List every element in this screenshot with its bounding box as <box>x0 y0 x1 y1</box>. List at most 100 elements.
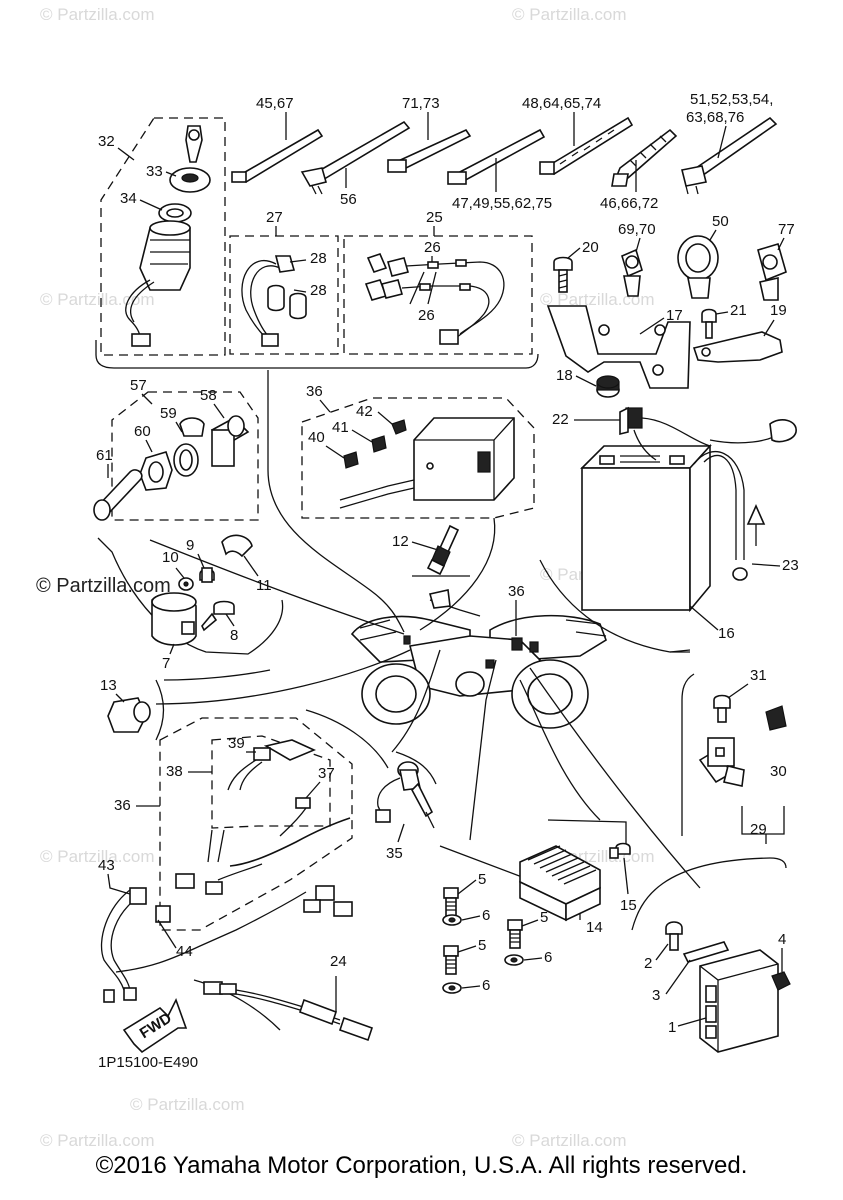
bolt-5b <box>507 919 523 949</box>
watermark: © Partzilla.com <box>40 847 155 866</box>
callout: 3 <box>652 987 660 1004</box>
cable-tie-51-76 <box>681 116 778 195</box>
callout: 35 <box>386 845 403 862</box>
callout: 20 <box>582 239 599 256</box>
callout: 71,73 <box>402 95 440 112</box>
callout: 33 <box>146 163 163 180</box>
callout: 51,52,53,54, <box>690 91 773 108</box>
callout: 69,70 <box>618 221 656 238</box>
callout: 5 <box>540 909 548 926</box>
leader-lines <box>149 370 701 889</box>
callout: 38 <box>166 763 183 780</box>
callout: 26 <box>424 239 441 256</box>
callout: 6 <box>544 949 552 966</box>
callout: 1 <box>668 1019 676 1036</box>
callout: 5 <box>478 871 486 888</box>
watermark-main: © Partzilla.com <box>36 575 171 597</box>
bolt-20 <box>553 256 573 293</box>
screw-21 <box>701 308 717 339</box>
callout: 77 <box>778 221 795 238</box>
callout: 5 <box>478 937 486 954</box>
callout: 24 <box>330 953 347 970</box>
starter-relay-assembly <box>681 673 787 844</box>
callout: 48,64,65,74 <box>522 95 601 112</box>
callout: 59 <box>160 405 177 422</box>
callout: 10 <box>162 549 179 566</box>
callout: 50 <box>712 213 729 230</box>
callout: 28 <box>310 250 327 267</box>
bolt-5c <box>443 945 459 975</box>
callout: 16 <box>718 625 735 642</box>
callout: 14 <box>586 919 603 936</box>
callout: 18 <box>556 367 573 384</box>
cap-leads-assembly <box>229 235 339 355</box>
cable-tie-47-49 <box>447 128 546 185</box>
watermark: © Partzilla.com <box>130 1095 245 1114</box>
cable-tie-56 <box>300 120 411 195</box>
callout: 15 <box>620 897 637 914</box>
sender-13 <box>107 679 165 741</box>
callout: 23 <box>782 557 799 574</box>
callout: 36 <box>306 383 323 400</box>
callout: 63,68,76 <box>686 109 744 126</box>
watermark: © Partzilla.com <box>512 1131 627 1150</box>
callout: 32 <box>98 133 115 150</box>
callout: 19 <box>770 302 787 319</box>
callout: 42 <box>356 403 373 420</box>
watermark: © Partzilla.com <box>40 5 155 24</box>
callout: 17 <box>666 307 683 324</box>
watermark: © Partzilla.com <box>540 290 655 309</box>
forward-arrow: FWD <box>122 997 188 1054</box>
bracket-19 <box>692 331 783 363</box>
battery <box>580 443 712 613</box>
callout: 47,49,55,62,75 <box>452 195 552 212</box>
wire-harness-assembly <box>100 717 353 1003</box>
callout: 12 <box>392 533 409 550</box>
switch-35 <box>375 751 437 829</box>
relay-group <box>97 534 284 681</box>
spark-plug <box>412 524 470 577</box>
cable-tie-46-66 <box>611 128 678 187</box>
callout: 9 <box>186 537 194 554</box>
callout: 21 <box>730 302 747 319</box>
cable-tie-45-67 <box>231 128 324 184</box>
lead-wire-assembly <box>343 235 533 355</box>
cable-tie-48-64 <box>539 116 634 176</box>
damper-18 <box>596 375 620 398</box>
callout: 25 <box>426 209 443 226</box>
rectifier-regulator-assembly <box>439 819 631 922</box>
callout: 22 <box>552 411 569 428</box>
callout: 7 <box>162 655 170 672</box>
callout: 8 <box>230 627 238 644</box>
callout-labels: 45,67 71,73 48,64,65,74 51,52,53,54, 63,… <box>96 91 799 1036</box>
callout: 57 <box>130 377 147 394</box>
callout: 2 <box>644 955 652 972</box>
callout: 56 <box>340 191 357 208</box>
callout: 6 <box>482 907 490 924</box>
callout: 13 <box>100 677 117 694</box>
dc-outlet-assembly <box>93 391 259 521</box>
fuse-cover-22 <box>619 406 711 461</box>
callout: 30 <box>770 763 787 780</box>
copyright-notice: ©2016 Yamaha Motor Corporation, U.S.A. A… <box>95 1152 748 1179</box>
washer-6a <box>442 914 462 926</box>
watermark: © Partzilla.com <box>512 5 627 24</box>
callout: 45,67 <box>256 95 294 112</box>
bolt-5a <box>443 887 459 917</box>
callout: 6 <box>482 977 490 994</box>
callout: 61 <box>96 447 113 464</box>
clip-77 <box>757 243 787 301</box>
callout: 31 <box>750 667 767 684</box>
ecu-assembly <box>631 857 791 1053</box>
callout: 40 <box>308 429 325 446</box>
callout: 39 <box>228 735 245 752</box>
washer-6b <box>504 954 524 966</box>
cable-23 <box>693 419 797 581</box>
callout: 36 <box>508 583 525 600</box>
diagram-code: 1P15100-E490 <box>98 1054 199 1071</box>
callout: 58 <box>200 387 217 404</box>
callout: 11 <box>256 577 272 594</box>
callout: 26 <box>418 307 435 324</box>
watermark: © Partzilla.com <box>40 1131 155 1150</box>
